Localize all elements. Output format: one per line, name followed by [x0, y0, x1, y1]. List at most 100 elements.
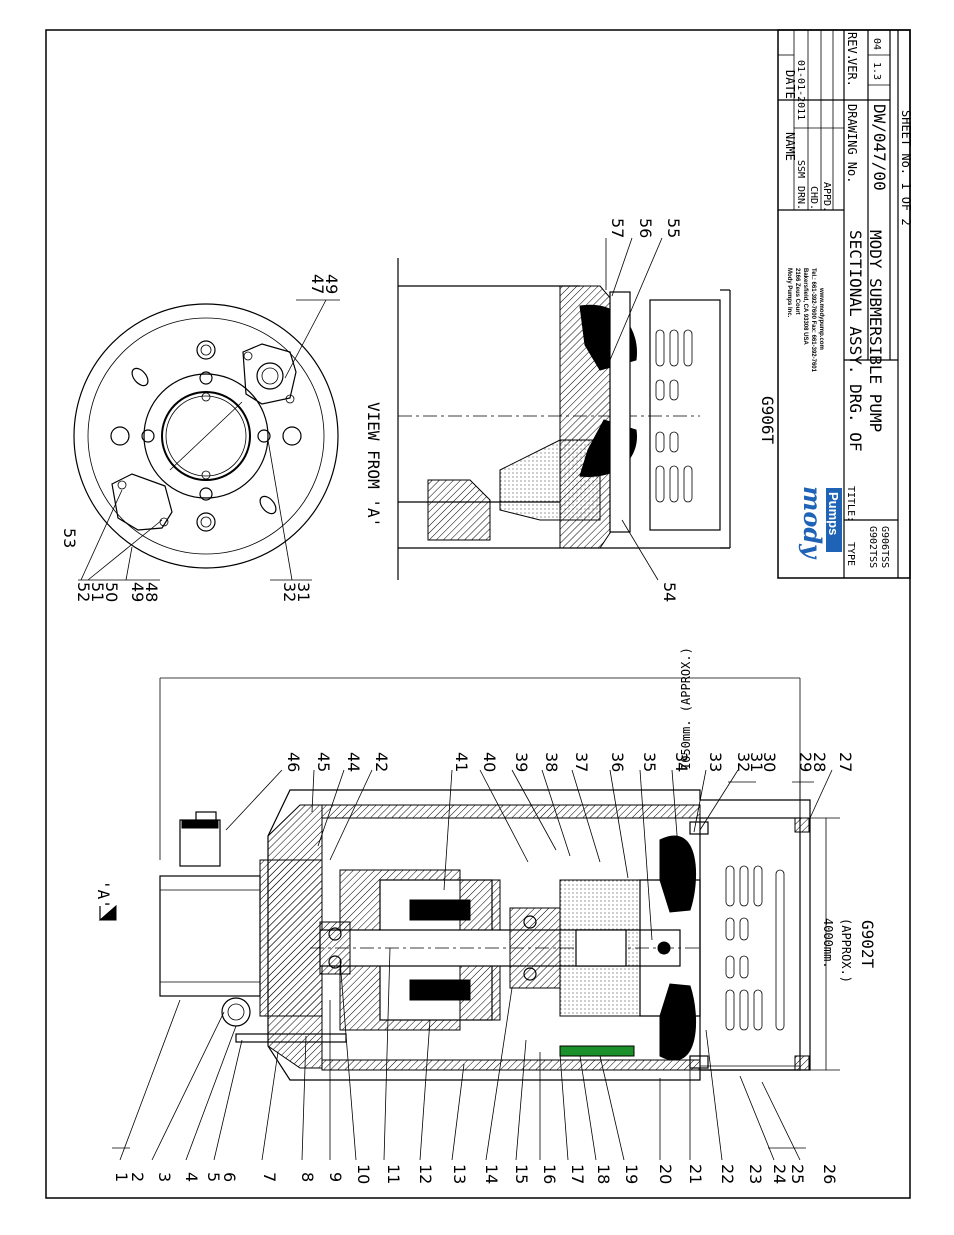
view-from-label: VIEW FROM 'A' — [364, 402, 383, 527]
part-number: 33 — [706, 752, 725, 772]
part-number: 48 — [142, 582, 161, 602]
part-number: 5 — [204, 1172, 223, 1182]
part-number: 6 — [220, 1172, 239, 1182]
part-number: 31 — [747, 752, 766, 772]
address-line-1: 2166 Zeus Court — [794, 268, 800, 315]
part-number: 2 — [128, 1172, 147, 1182]
version-label: VER. — [845, 58, 859, 87]
top-model-label: G906T — [758, 396, 777, 445]
part-number: 14 — [482, 1164, 501, 1184]
part-number: 1 — [112, 1172, 131, 1182]
part-number: 22 — [718, 1164, 737, 1184]
row-label: DRN. — [795, 186, 806, 210]
part-number: 24 — [770, 1164, 789, 1184]
part-number: 16 — [540, 1164, 559, 1184]
part-number: 37 — [572, 752, 591, 772]
part-number: 38 — [542, 752, 561, 772]
logo-pumps: Pumps — [826, 492, 841, 535]
part-number: 28 — [810, 752, 829, 772]
part-number: 42 — [372, 752, 391, 772]
part-number: 49 — [128, 582, 147, 602]
part-number: 52 — [74, 582, 93, 602]
row-label: CHD. — [808, 186, 819, 210]
part-number: 23 — [746, 1164, 765, 1184]
type-entry: G906TSS — [879, 526, 890, 568]
sheet-number: SHEET No. 1 OF 2 — [899, 110, 913, 226]
drawing-number: DW/047/00 — [870, 104, 889, 191]
part-numbers-left: 1 2 3 4 5 6 7 8 9 10 11 12 13 14 15 16 1… — [112, 1164, 839, 1184]
part-number: 39 — [512, 752, 531, 772]
part-number: 15 — [512, 1164, 531, 1184]
part-number: 18 — [594, 1164, 613, 1184]
part-number: 4 — [182, 1172, 201, 1182]
part-number: 26 — [820, 1164, 839, 1184]
website: www.modypump.com — [818, 287, 824, 350]
part-number: 40 — [480, 752, 499, 772]
part-number: 53 — [60, 528, 79, 548]
row-name: SSM — [795, 160, 806, 178]
width-dimension-value: 4000mm. — [821, 918, 835, 969]
title-line-2: MODY SUBMERSIBLE PUMP — [866, 230, 885, 432]
part-number: 11 — [384, 1164, 403, 1184]
logo-wordmark: mody — [798, 486, 827, 560]
main-section-view — [98, 677, 840, 1161]
part-numbers-right: 46 45 44 42 41 40 39 38 37 36 35 34 33 3… — [284, 752, 855, 772]
part-number: 36 — [608, 752, 627, 772]
part-number: 46 — [284, 752, 303, 772]
company-logo: mody Pumps — [798, 486, 842, 560]
g906t-view — [397, 237, 731, 581]
part-numbers-top-view: 52 51 50 49 48 53 32 31 47 49 — [60, 274, 341, 602]
row-label: APPD. — [821, 182, 832, 212]
width-dimension-note: (APPROX.) — [839, 918, 853, 983]
title-block: NAME DATE DRN. SSM 01-01-2011 CHD. APPD.… — [777, 29, 913, 579]
company-address: Mody Pumps Inc. 2166 Zeus Court Bakersfi… — [786, 268, 824, 373]
name-header: NAME — [783, 132, 797, 161]
part-number: 44 — [344, 752, 363, 772]
drawing-border — [45, 29, 911, 1199]
part-number: 9 — [326, 1172, 345, 1182]
part-number: 31 — [294, 582, 313, 602]
part-number: 21 — [686, 1164, 705, 1184]
part-number: 57 — [608, 218, 627, 238]
part-number: 13 — [450, 1164, 469, 1184]
company-name: Mody Pumps Inc. — [786, 268, 792, 318]
drawing-number-label: DRAWING No. — [845, 104, 859, 183]
part-number: 8 — [298, 1172, 317, 1182]
part-number: 17 — [568, 1164, 587, 1184]
rotated-text-layer: 'A' VIEW FROM 'A' 1050mm. (APPROX.) 4000… — [60, 29, 913, 1184]
date-header: DATE — [783, 70, 797, 99]
part-number: 35 — [640, 752, 659, 772]
part-number: 34 — [672, 752, 691, 772]
view-marker-label: 'A' — [94, 880, 113, 909]
part-number: 50 — [102, 582, 121, 602]
phone-fax: Tel.: 661-392-7600 Fax: 661-392-7601 — [810, 268, 816, 373]
top-view — [73, 299, 340, 581]
part-number: 45 — [314, 752, 333, 772]
title-label: TITLE: — [845, 486, 856, 522]
part-number: 49 — [322, 274, 341, 294]
part-number: 12 — [416, 1164, 435, 1184]
type-label: TYPE — [845, 542, 856, 566]
main-model-label: G902T — [858, 920, 877, 969]
part-number: 10 — [354, 1164, 373, 1184]
part-number: 30 — [760, 752, 779, 772]
part-numbers-g906: 57 56 55 54 — [608, 218, 683, 602]
part-number: 7 — [260, 1172, 279, 1182]
part-number: 29 — [796, 752, 815, 772]
revision-label: REV. — [845, 32, 859, 61]
part-number: 51 — [88, 582, 107, 602]
part-number: 55 — [664, 218, 683, 238]
part-number: 27 — [836, 752, 855, 772]
type-entry: G902TSS — [867, 526, 878, 568]
part-number: 32 — [734, 752, 753, 772]
part-number: 25 — [788, 1164, 807, 1184]
part-number: 54 — [660, 582, 679, 602]
revision-value: 04 — [871, 38, 882, 50]
part-number: 19 — [622, 1164, 641, 1184]
part-number: 56 — [636, 218, 655, 238]
version-value: 1.3 — [871, 62, 882, 80]
part-number: 20 — [656, 1164, 675, 1184]
part-number: 32 — [280, 582, 299, 602]
part-number: 3 — [155, 1172, 174, 1182]
